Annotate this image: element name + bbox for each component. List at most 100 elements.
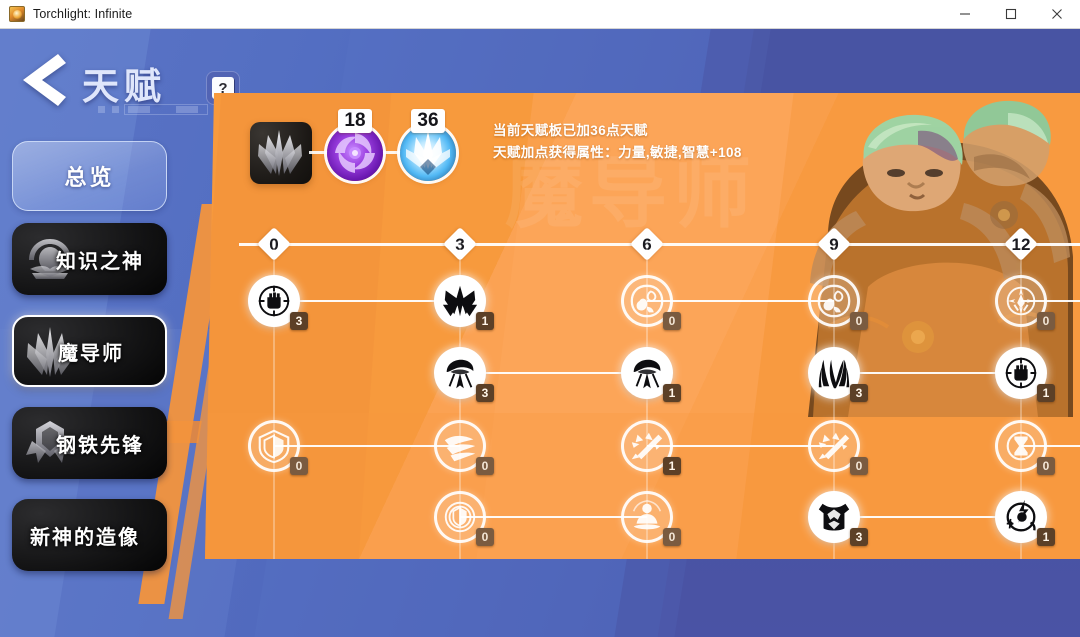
magister-icon — [20, 321, 84, 385]
impact-arrow-icon — [628, 427, 666, 465]
talent-point-badge: 0 — [850, 457, 868, 475]
talent-node-spirit-beast-icon[interactable]: 0 — [808, 275, 868, 330]
talent-node-spirit-beast-icon[interactable]: 0 — [621, 275, 681, 330]
talent-node-swift-wing-icon[interactable]: 0 — [434, 420, 494, 475]
talent-edge — [647, 445, 834, 447]
talent-point-badge: 0 — [1037, 457, 1055, 475]
sidebar-item-label: 知识之神 — [56, 250, 144, 273]
talent-node-dark-tendril-icon[interactable]: 3 — [808, 347, 868, 402]
talent-node-impact-arrow-icon[interactable]: 0 — [808, 420, 868, 475]
talent-point-badge: 3 — [476, 384, 494, 402]
talent-node-hourglass-icon[interactable]: 0 — [995, 420, 1055, 475]
column-guide — [273, 243, 275, 559]
talent-edge — [460, 516, 647, 518]
talent-point-badge: 3 — [850, 528, 868, 546]
talent-panel: 魔导师 — [205, 93, 1080, 559]
talent-point-badge: 3 — [290, 312, 308, 330]
tier-label: 0 — [269, 234, 279, 254]
column-guide — [646, 243, 648, 559]
orb-connector — [309, 151, 331, 154]
talent-edge — [460, 372, 647, 374]
sidebar-item-label: 钢铁先锋 — [56, 434, 144, 457]
talent-edge — [1021, 300, 1080, 302]
talent-node-shield-ring-icon[interactable]: 0 — [434, 491, 494, 546]
talent-node-mushroom-spore-icon[interactable]: 3 — [434, 347, 494, 402]
close-icon[interactable] — [1034, 0, 1080, 29]
talent-node-lightning-eye-icon[interactable]: 1 — [995, 491, 1055, 546]
game-app-icon — [9, 6, 25, 22]
sidebar-item-god-of-knowledge[interactable]: 知识之神 — [12, 223, 167, 295]
talent-point-badge: 0 — [663, 312, 681, 330]
talent-node-shatter-burst-icon[interactable]: 1 — [434, 275, 494, 330]
talent-node-meditate-icon[interactable]: 0 — [621, 491, 681, 546]
talent-node-fist-strike-icon[interactable]: 1 — [995, 347, 1055, 402]
sidebar-item-magister[interactable]: 魔导师 — [12, 315, 167, 387]
talent-point-badge: 0 — [663, 528, 681, 546]
shatter-burst-icon — [441, 282, 479, 320]
god-of-knowledge-icon — [18, 227, 82, 291]
lightning-eye-icon — [1002, 498, 1040, 536]
sidebar-item-new-god-statue[interactable]: 新神的造像 — [12, 499, 167, 571]
iron-vanguard-icon — [18, 411, 82, 475]
tier-marker-6: 6 — [630, 227, 664, 261]
magister-class-icon — [250, 122, 312, 184]
sidebar-item-label: 总览 — [64, 165, 115, 190]
talent-node-body-armor-icon[interactable]: 3 — [808, 491, 868, 546]
column-guide — [1020, 243, 1022, 559]
talent-point-badge: 1 — [663, 384, 681, 402]
sidebar-item-label: 新神的造像 — [30, 526, 140, 549]
talent-point-badge: 3 — [850, 384, 868, 402]
spirit-beast-icon — [628, 282, 666, 320]
fist-strike-icon — [1002, 354, 1040, 392]
tier-marker-3: 3 — [443, 227, 477, 261]
mushroom-spore-icon — [628, 354, 666, 392]
meditate-icon — [628, 498, 666, 536]
back-chevron-icon[interactable] — [12, 49, 76, 111]
dark-tendril-icon — [815, 354, 853, 392]
minimize-icon[interactable] — [942, 0, 988, 29]
sidebar-item-overview[interactable]: 总览 — [12, 141, 167, 211]
talent-node-shield-guard-icon[interactable]: 0 — [248, 420, 308, 475]
orb-value: 18 — [338, 109, 372, 133]
talent-point-badge: 1 — [1037, 528, 1055, 546]
talent-node-mushroom-spore-icon[interactable]: 1 — [621, 347, 681, 402]
shield-guard-icon — [255, 427, 293, 465]
talent-point-badge: 1 — [476, 312, 494, 330]
talent-edge — [274, 445, 460, 447]
mushroom-spore-icon — [441, 354, 479, 392]
window-controls — [942, 0, 1080, 29]
sidebar: 总览 知识之神 — [0, 125, 200, 625]
purple-vortex-orb[interactable]: 18 — [327, 109, 383, 181]
column-guide — [459, 243, 461, 559]
talent-point-badge: 0 — [290, 457, 308, 475]
blue-frost-orb[interactable]: 36 — [400, 109, 456, 181]
maximize-icon[interactable] — [988, 0, 1034, 29]
talent-node-fist-strike-icon[interactable]: 3 — [248, 275, 308, 330]
impact-arrow-icon — [815, 427, 853, 465]
tier-label: 3 — [455, 234, 465, 254]
shield-ring-icon — [441, 498, 479, 536]
thorn-ward-icon — [1002, 282, 1040, 320]
talent-edge — [834, 516, 1021, 518]
talent-point-badge: 0 — [850, 312, 868, 330]
talent-point-badge: 0 — [476, 457, 494, 475]
talent-node-impact-arrow-icon[interactable]: 1 — [621, 420, 681, 475]
column-guide — [833, 243, 835, 559]
tier-marker-12: 12 — [1004, 227, 1038, 261]
talent-node-thorn-ward-icon[interactable]: 0 — [995, 275, 1055, 330]
window-title: Torchlight: Infinite — [33, 7, 133, 21]
orb-connector — [381, 151, 403, 154]
talent-info-line-1: 当前天赋板已加36点天赋 — [493, 123, 648, 138]
talent-point-badge: 0 — [476, 528, 494, 546]
tier-label: 12 — [1011, 234, 1031, 254]
talent-info-line-2: 天赋加点获得属性：力量,敏捷,智慧+108 — [493, 145, 742, 160]
hourglass-icon — [1002, 427, 1040, 465]
talent-edge — [647, 300, 834, 302]
window-titlebar: Torchlight: Infinite — [0, 0, 1080, 29]
sidebar-item-iron-vanguard[interactable]: 钢铁先锋 — [12, 407, 167, 479]
tier-marker-0: 0 — [257, 227, 291, 261]
fist-strike-icon — [255, 282, 293, 320]
body-armor-icon — [815, 498, 853, 536]
tier-marker-9: 9 — [817, 227, 851, 261]
